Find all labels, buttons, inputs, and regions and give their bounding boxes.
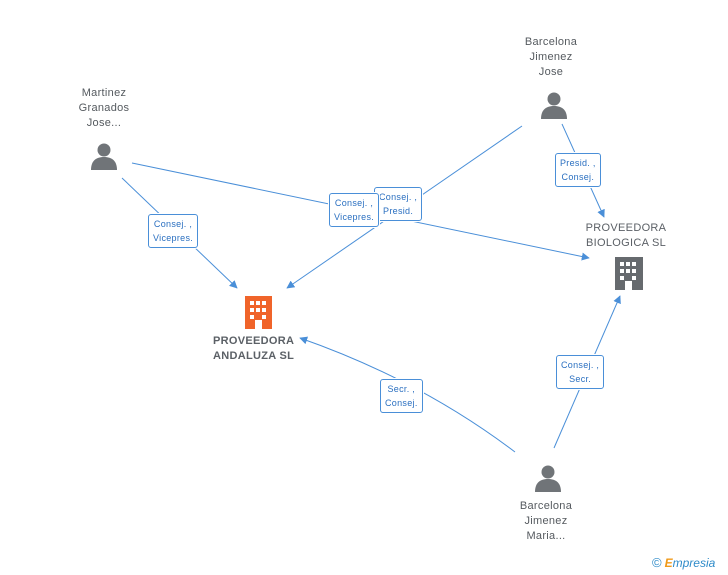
role-line: Consej. , [561, 360, 600, 370]
company-label-biologica[interactable]: PROVEEDORA BIOLOGICA SL [583, 221, 669, 251]
edge-label-jose-biologica: Presid. , Consej. [555, 153, 601, 187]
person-name-line: Jose... [86, 117, 122, 129]
empresia-watermark: ©Empresia [652, 555, 715, 570]
person-label-barcelona-maria[interactable]: Barcelona Jimenez Maria... [506, 499, 586, 544]
role-line: Consej. , [334, 198, 374, 208]
role-line: Consej. [385, 398, 418, 408]
person-name-line: Barcelona [524, 36, 578, 48]
company-label-andaluza[interactable]: PROVEEDORA ANDALUZA SL [213, 334, 294, 364]
person-label-barcelona-jose[interactable]: Barcelona Jimenez Jose [511, 35, 591, 80]
person-icon-martinez[interactable] [91, 143, 117, 171]
edge-label-maria-andaluza: Secr. , Consej. [380, 379, 423, 413]
edge-label-maria-biologica: Consej. , Secr. [556, 355, 605, 389]
role-line: Consej. , [379, 192, 418, 202]
person-name-line: Maria... [526, 530, 566, 542]
person-icon-barcelona-jose[interactable] [541, 92, 567, 120]
copyright-icon: © [652, 555, 662, 570]
role-line: Vicepres. [153, 233, 194, 243]
company-name-line: PROVEEDORA [585, 222, 667, 234]
person-label-martinez[interactable]: Martinez Granados Jose... [64, 86, 144, 131]
person-name-line: Jimenez [529, 51, 573, 63]
building-icon-andaluza[interactable] [245, 296, 272, 329]
role-line: Presid. [383, 206, 414, 216]
brand-initial: E [664, 556, 673, 570]
person-name-line: Granados [78, 102, 130, 114]
role-line: Consej. [561, 172, 595, 182]
role-line: Presid. , [560, 158, 596, 168]
role-line: Vicepres. [334, 212, 375, 222]
role-line: Secr. [569, 374, 592, 384]
edge-label-martinez-biologica: Consej. , Presid. [374, 187, 423, 221]
person-name-line: Jose [538, 66, 564, 78]
person-icon-barcelona-maria[interactable] [535, 465, 561, 493]
person-name-line: Jimenez [524, 515, 568, 527]
edge-label-martinez-andaluza: Consej. , Vicepres. [148, 214, 199, 248]
company-name-line: ANDALUZA SL [213, 350, 295, 362]
building-icon-biologica[interactable] [615, 257, 643, 290]
company-name-line: PROVEEDORA [213, 335, 295, 347]
role-line: Secr. , [387, 384, 416, 394]
edge-label-jose-andaluza: Consej. , Vicepres. [329, 193, 380, 227]
brand-name: mpresia [672, 556, 716, 570]
role-line: Consej. , [153, 219, 193, 229]
person-name-line: Martinez [81, 87, 127, 99]
company-name-line: BIOLOGICA SL [585, 237, 667, 249]
person-name-line: Barcelona [519, 500, 573, 512]
